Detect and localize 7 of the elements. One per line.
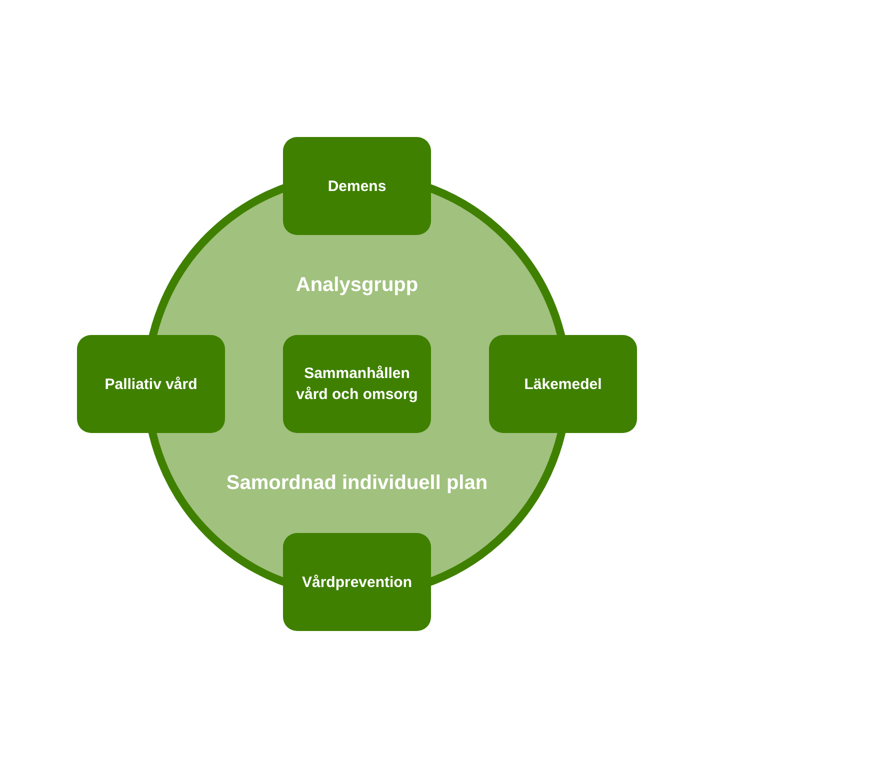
topic-box: Läkemedel (489, 335, 637, 433)
topic-box: Vårdprevention (283, 533, 431, 631)
topic-box: Demens (283, 137, 431, 235)
topic-box: Sammanhållen vård och omsorg (283, 335, 431, 433)
topic-box: Palliativ vård (77, 335, 225, 433)
circle-heading: Analysgrupp (296, 273, 418, 297)
circle-label: Samordnad individuell plan (226, 471, 488, 495)
